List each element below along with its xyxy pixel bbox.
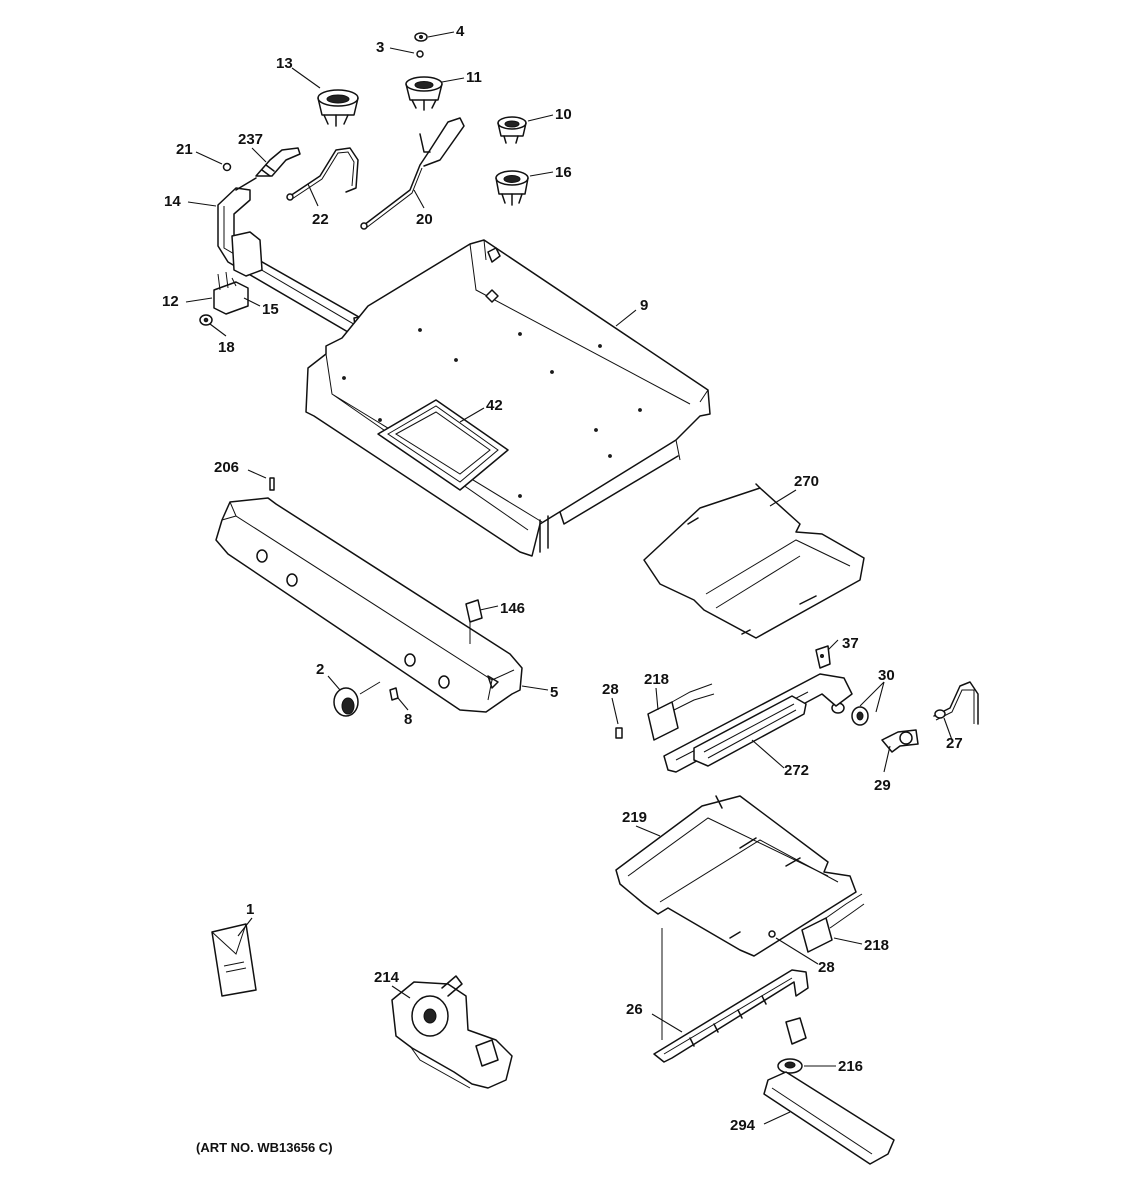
knob-2[interactable]	[333, 681, 381, 717]
callout-3: 3	[376, 39, 384, 56]
callout-8: 8	[404, 711, 412, 728]
callout-15: 15	[262, 301, 279, 318]
igniter-218-upper[interactable]	[647, 683, 715, 741]
bracket-37[interactable]	[815, 645, 831, 669]
burner-head-13[interactable]	[317, 89, 359, 127]
nut-216[interactable]	[777, 1058, 803, 1074]
burner-head-10[interactable]	[497, 116, 527, 144]
gas-tube-20[interactable]	[360, 117, 465, 230]
callout-10: 10	[555, 106, 572, 123]
callout-214: 214	[374, 969, 400, 986]
callout-labels: 13 3 4 11 10 16 21 237 14 22 20 12 15 18…	[162, 23, 963, 1155]
bracket-294[interactable]	[763, 1071, 895, 1165]
art-number: (ART NO. WB13656 C)	[196, 1140, 333, 1155]
callout-30: 30	[878, 667, 895, 684]
callout-29: 29	[874, 777, 891, 794]
screw-3[interactable]	[416, 50, 424, 58]
manifold-panel-5[interactable]	[215, 497, 523, 713]
callout-218-lower: 218	[864, 937, 889, 954]
switch-146[interactable]	[465, 599, 483, 644]
callout-216: 216	[838, 1058, 863, 1075]
valve-bracket-12[interactable]	[213, 271, 249, 315]
burner-head-11[interactable]	[405, 76, 443, 111]
callout-237: 237	[238, 131, 263, 148]
leader-lines	[185, 31, 953, 1125]
callout-219: 219	[622, 809, 647, 826]
callout-218-upper: 218	[644, 671, 669, 688]
nut-4[interactable]	[414, 32, 428, 42]
nut-18[interactable]	[199, 314, 213, 326]
screw-206[interactable]	[269, 477, 275, 491]
callout-42: 42	[486, 397, 503, 414]
screw-8[interactable]	[389, 687, 399, 701]
screw-21[interactable]	[222, 162, 232, 172]
burner-baffle-272[interactable]	[693, 695, 807, 767]
callout-12: 12	[162, 293, 179, 310]
callout-18: 18	[218, 339, 235, 356]
callout-206: 206	[214, 459, 239, 476]
callout-14: 14	[164, 193, 181, 210]
callout-272: 272	[784, 762, 809, 779]
callout-22: 22	[312, 211, 329, 228]
burner-box-9[interactable]	[305, 239, 711, 557]
callout-270: 270	[794, 473, 819, 490]
callout-37: 37	[842, 635, 859, 652]
gas-fitting-237[interactable]	[255, 147, 301, 177]
burner-opening-42[interactable]	[377, 399, 509, 491]
screw-28-upper[interactable]	[615, 727, 623, 739]
callout-28-upper: 28	[602, 681, 619, 698]
callout-27: 27	[946, 735, 963, 752]
callout-4: 4	[456, 23, 465, 40]
callout-1: 1	[246, 901, 254, 918]
callout-11: 11	[466, 69, 482, 86]
callout-2: 2	[316, 661, 324, 678]
burner-head-16[interactable]	[495, 170, 529, 206]
callout-294: 294	[730, 1117, 756, 1134]
callout-13: 13	[276, 55, 293, 72]
gas-tube-27[interactable]	[933, 681, 979, 725]
elbow-29[interactable]	[881, 729, 919, 753]
callout-28-lower: 28	[818, 959, 835, 976]
bake-shield-270[interactable]	[643, 483, 865, 639]
callout-9: 9	[640, 297, 648, 314]
callout-146: 146	[500, 600, 525, 617]
literature-packet-1[interactable]	[211, 923, 257, 997]
gas-valve-214[interactable]	[391, 975, 513, 1089]
orifice-30[interactable]	[831, 702, 869, 726]
callout-26: 26	[626, 1001, 643, 1018]
callout-20: 20	[416, 211, 433, 228]
callout-16: 16	[555, 164, 572, 181]
callout-5: 5	[550, 684, 558, 701]
screw-28-lower[interactable]	[768, 930, 776, 938]
igniter-218-lower[interactable]	[801, 893, 865, 953]
broil-burner-26[interactable]	[653, 928, 809, 1063]
broil-shield-219[interactable]	[615, 795, 857, 957]
gas-tube-22[interactable]	[286, 147, 359, 201]
callout-21: 21	[176, 141, 193, 158]
